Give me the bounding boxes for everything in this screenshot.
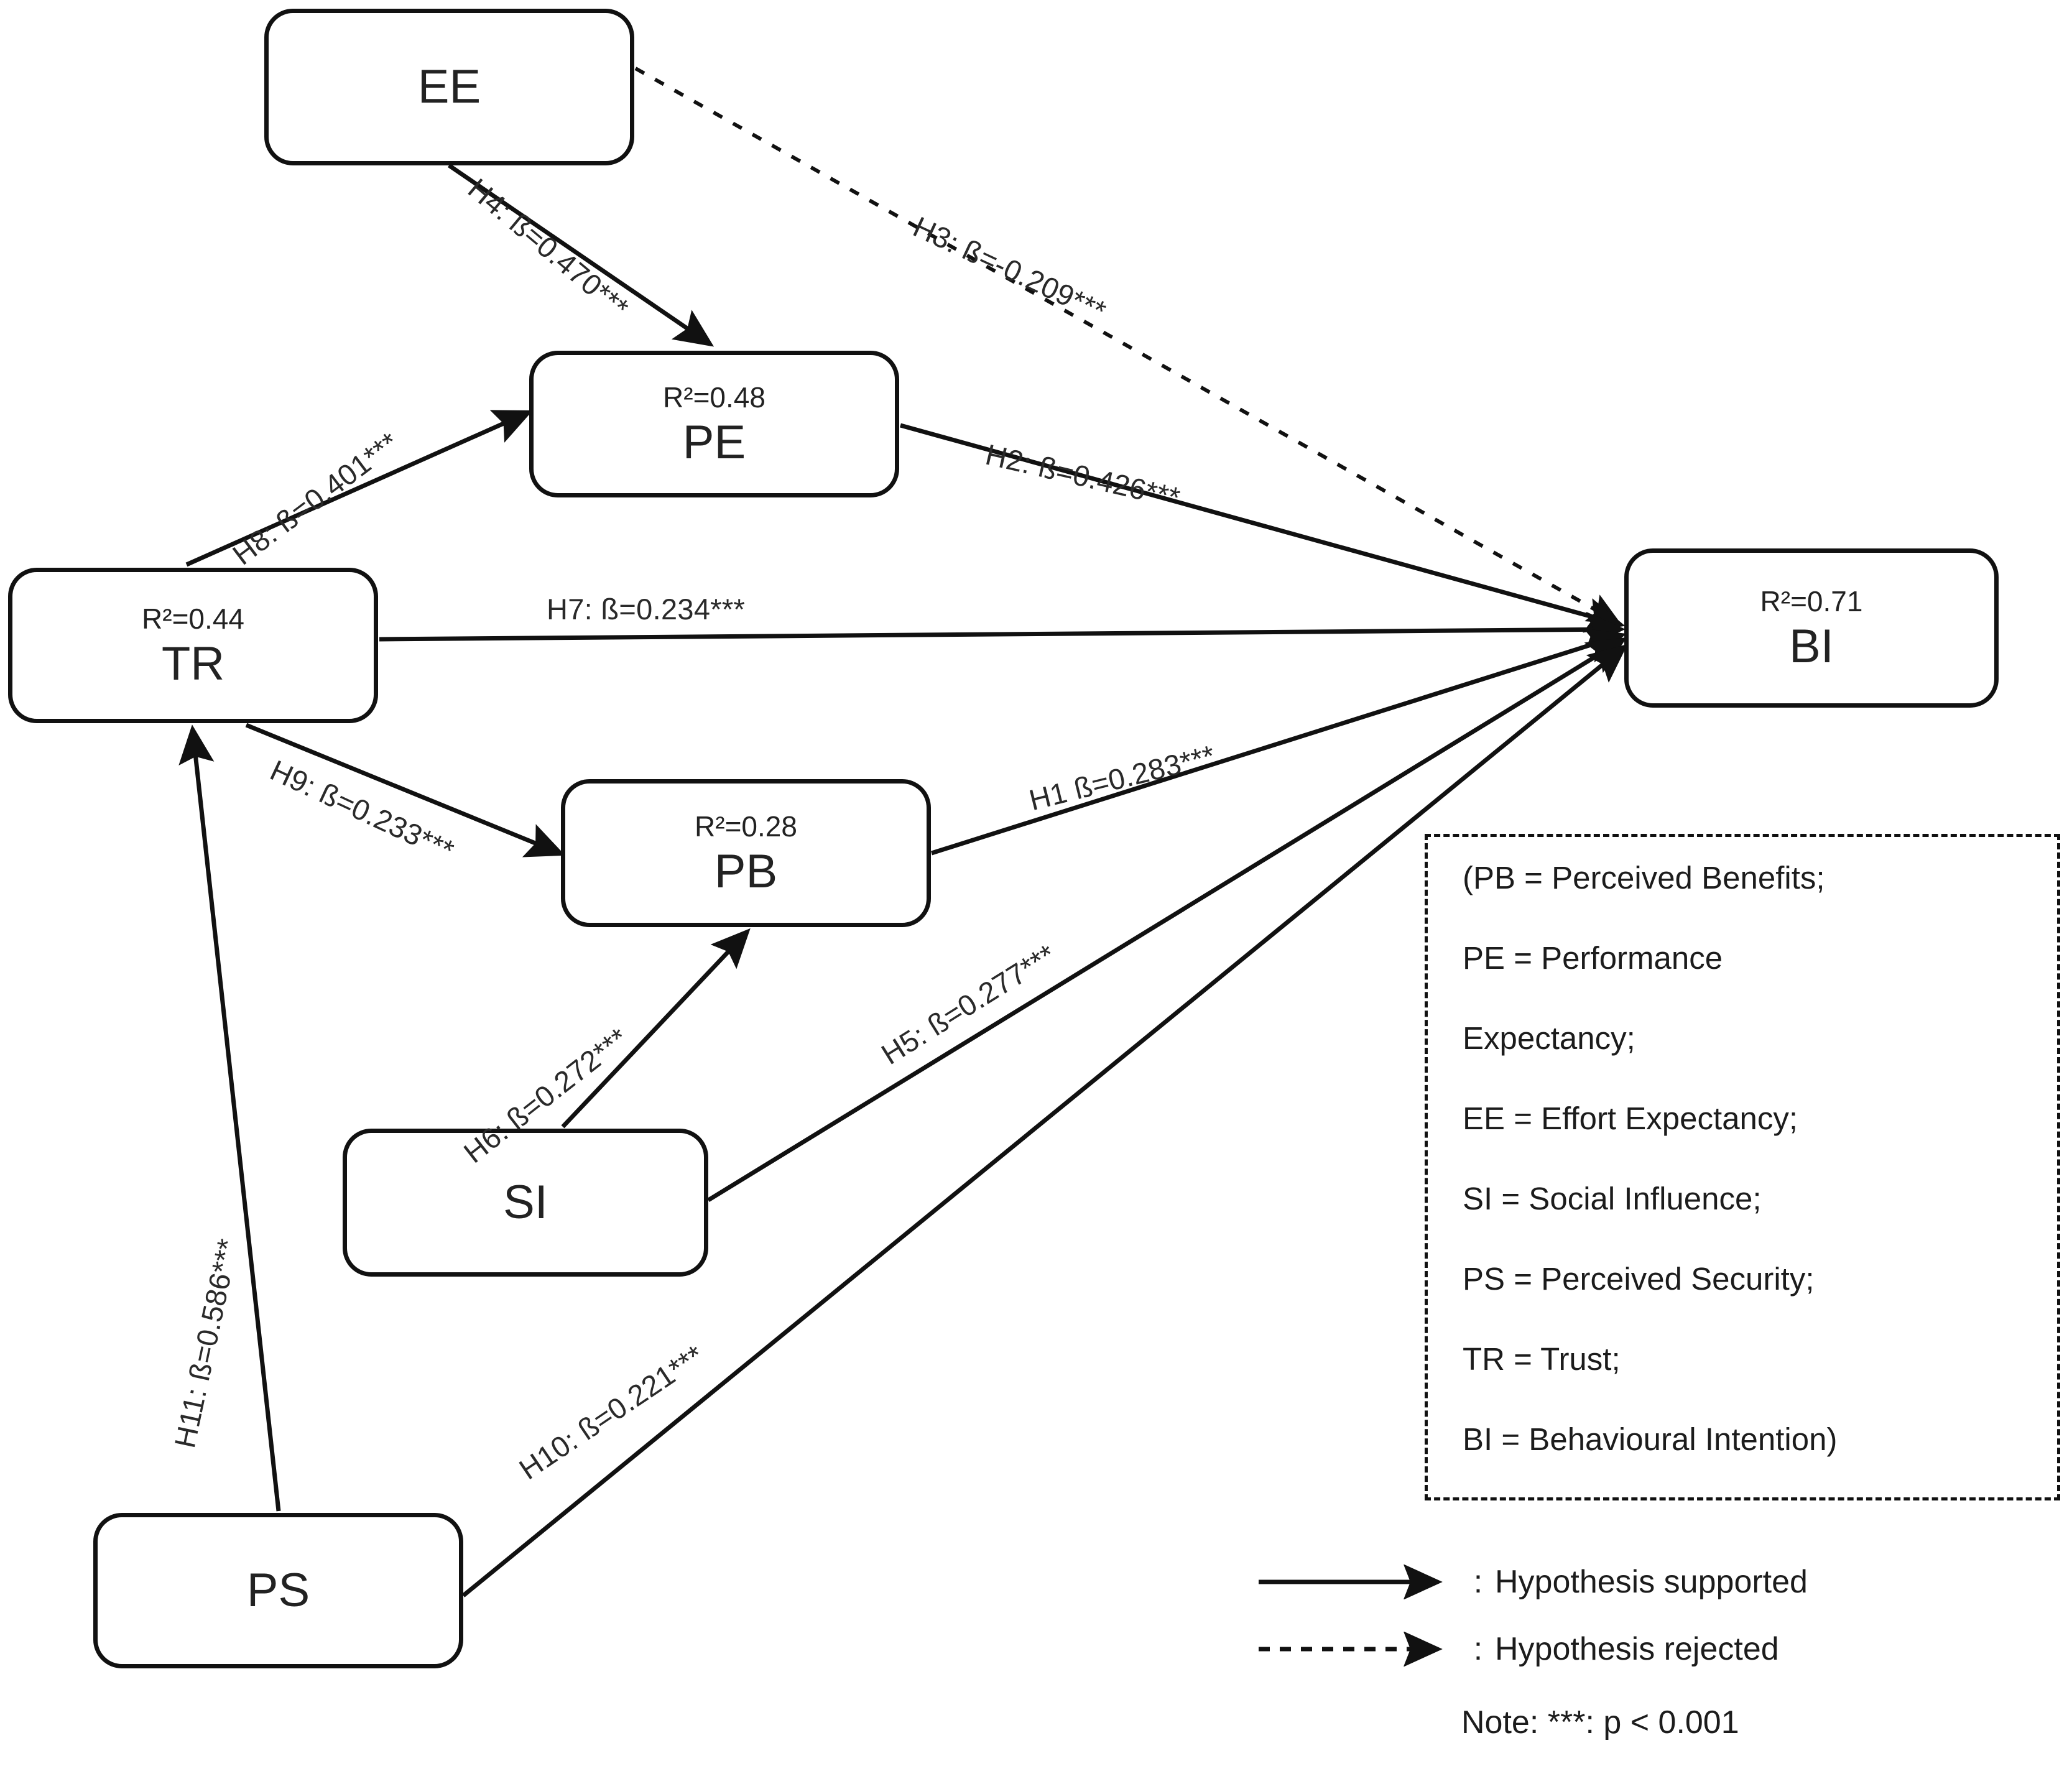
- legend-definition-line: (PB = Perceived Benefits;: [1463, 860, 1825, 895]
- path-line-h9: [245, 723, 566, 858]
- node-pb-label: PB: [714, 844, 778, 898]
- legend-key-rejected: : Hypothesis rejected: [1256, 1616, 2065, 1683]
- legend-key-colon: :: [1473, 1564, 1483, 1600]
- legend-definition-line: PS = Perceived Security;: [1463, 1261, 1815, 1297]
- path-line-h7: [379, 611, 1626, 648]
- node-ee-label: EE: [417, 60, 481, 114]
- node-bi-label: BI: [1789, 619, 1834, 673]
- node-ps[interactable]: PS: [93, 1513, 463, 1668]
- path-line-h3: [634, 67, 1622, 625]
- node-tr-label: TR: [161, 637, 225, 690]
- node-si-label: SI: [503, 1176, 548, 1229]
- legend-key-supported: : Hypothesis supported: [1256, 1548, 2065, 1616]
- legend-key-list: : Hypothesis supported : Hypothesis reje…: [1256, 1548, 2065, 1683]
- node-si[interactable]: SI: [343, 1129, 708, 1277]
- node-pe[interactable]: R²=0.48 PE: [529, 351, 899, 497]
- legend-definition-line: EE = Effort Expectancy;: [1463, 1101, 1798, 1136]
- legend-definition-line: TR = Trust;: [1463, 1341, 1621, 1377]
- path-line-h6: [561, 928, 751, 1129]
- legend-key-label: Hypothesis rejected: [1495, 1631, 1779, 1667]
- dashed-arrow-icon: [1256, 1631, 1461, 1667]
- path-line-h5: [707, 637, 1627, 1202]
- solid-arrow-icon: [1256, 1564, 1461, 1600]
- path-line-h10: [461, 644, 1628, 1597]
- node-tr-r2: R²=0.44: [142, 602, 244, 635]
- path-line-h11: [178, 724, 281, 1512]
- legend-definitions-box: (PB = Perceived Benefits; PE = Performan…: [1425, 834, 2060, 1500]
- legend-key-colon: :: [1473, 1631, 1483, 1667]
- legend-definition-line: Expectancy;: [1463, 1020, 1635, 1056]
- path-label-h7: H7: ß=0.234***: [547, 593, 746, 626]
- legend-definition-line: SI = Social Influence;: [1463, 1181, 1762, 1216]
- path-line-h4: [448, 164, 715, 347]
- path-line-h1: [930, 628, 1627, 856]
- path-line-h2: [900, 423, 1626, 633]
- node-ee[interactable]: EE: [264, 9, 634, 165]
- legend-definition-line: PE = Performance: [1463, 940, 1723, 976]
- path-line-h8: [185, 410, 533, 567]
- node-pe-label: PE: [682, 415, 746, 469]
- significance-note: Note: ***: p < 0.001: [1461, 1704, 1739, 1740]
- node-bi[interactable]: R²=0.71 BI: [1624, 548, 1999, 708]
- node-bi-r2: R²=0.71: [1760, 585, 1863, 617]
- legend-definition-line: BI = Behavioural Intention): [1463, 1421, 1838, 1457]
- legend-key-label: Hypothesis supported: [1495, 1564, 1808, 1600]
- node-ps-label: PS: [246, 1564, 310, 1617]
- node-pb[interactable]: R²=0.28 PB: [561, 779, 931, 927]
- node-tr[interactable]: R²=0.44 TR: [8, 568, 378, 723]
- node-pe-r2: R²=0.48: [663, 381, 765, 414]
- node-pb-r2: R²=0.28: [695, 810, 797, 843]
